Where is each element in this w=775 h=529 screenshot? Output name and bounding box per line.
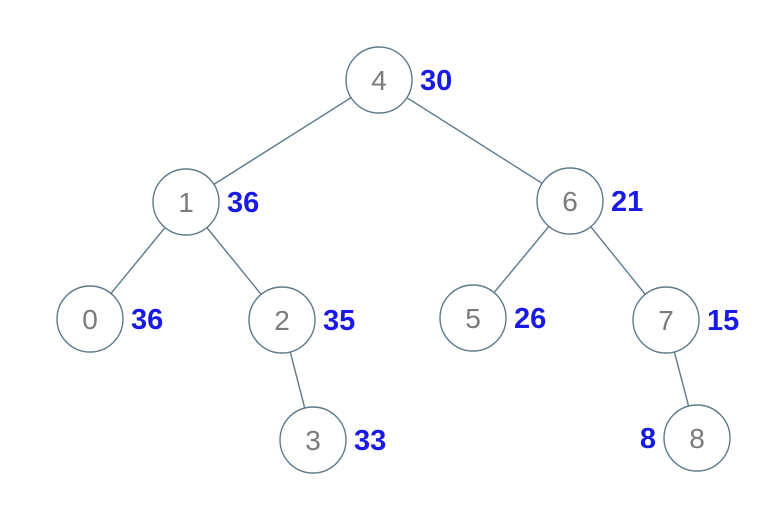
node-value-label: 36	[131, 304, 163, 336]
node-circle	[663, 404, 731, 472]
node-id-label: 6	[562, 186, 578, 217]
node-id-label: 8	[689, 423, 705, 454]
node-value-label: 33	[354, 425, 386, 457]
node-circle	[248, 286, 316, 354]
tree-node-4: 4 30	[345, 46, 452, 114]
node-circle	[632, 286, 700, 354]
node-circle	[345, 46, 413, 114]
node-value-label: 35	[323, 305, 355, 337]
node-id-label: 4	[371, 65, 387, 96]
tree-node-0: 0 36	[56, 285, 163, 353]
tree-node-6: 6 21	[536, 167, 643, 235]
node-id-label: 2	[274, 305, 290, 336]
node-value-label: 36	[227, 187, 259, 219]
node-value-label: 21	[611, 186, 643, 218]
node-value-label: 8	[640, 423, 656, 455]
node-value-label: 26	[514, 303, 546, 335]
tree-node-1: 1 36	[152, 168, 259, 236]
node-circle	[536, 167, 604, 235]
tree-node-8: 88	[640, 404, 731, 472]
tree-node-5: 5 26	[439, 284, 546, 352]
tree-node-7: 7 15	[632, 286, 739, 354]
node-id-label: 3	[305, 425, 321, 456]
tree-node-2: 2 35	[248, 286, 355, 354]
node-id-label: 7	[658, 305, 674, 336]
node-id-label: 0	[82, 304, 98, 335]
tree-edge-4-1	[185, 79, 380, 203]
node-circle	[279, 406, 347, 474]
tree-edge-4-6	[378, 79, 571, 202]
node-circle	[439, 284, 507, 352]
node-id-label: 5	[465, 303, 481, 334]
node-value-label: 15	[707, 305, 739, 337]
node-value-label: 30	[420, 65, 452, 97]
node-id-label: 1	[178, 187, 194, 218]
node-circle	[152, 168, 220, 236]
node-circle	[56, 285, 124, 353]
